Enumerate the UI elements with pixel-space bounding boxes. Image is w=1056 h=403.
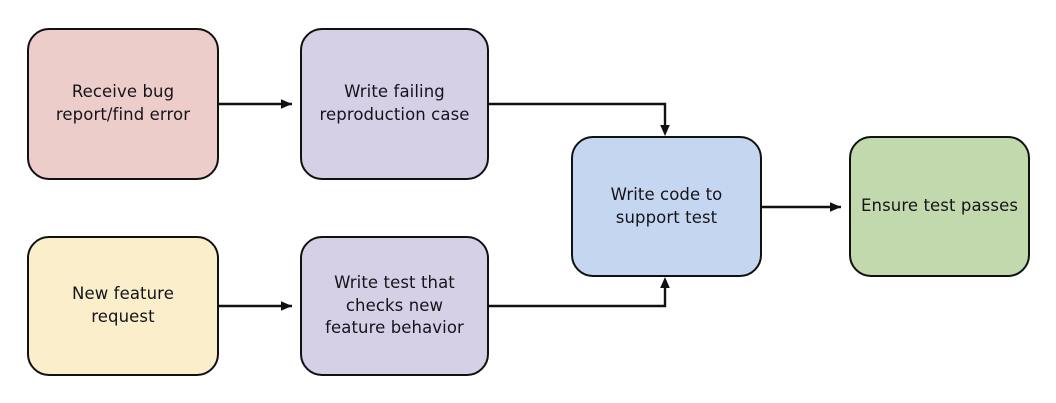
edge-line — [489, 102, 667, 128]
edge-test-to-write-code — [489, 277, 670, 308]
node-write-failing-reproduction-case[interactable]: Write failing reproduction case — [300, 28, 489, 180]
node-ensure-test-passes[interactable]: Ensure test passes — [849, 136, 1030, 277]
node-receive-bug-report[interactable]: Receive bug report/find error — [27, 28, 219, 180]
edge-reproduction-to-write-code — [489, 102, 670, 136]
node-write-test-checks-new-feature[interactable]: Write test that checks new feature behav… — [300, 236, 489, 376]
arrow-head-icon — [830, 202, 841, 212]
node-new-feature-request[interactable]: New feature request — [27, 236, 219, 376]
arrow-head-icon — [281, 99, 292, 109]
arrow-head-icon — [660, 125, 670, 136]
edge-line — [489, 285, 667, 308]
edge-bug-to-reproduction — [219, 99, 292, 109]
edge-feature-to-test — [219, 301, 292, 311]
arrow-head-icon — [660, 277, 670, 288]
edge-write-code-to-ensure-pass — [762, 202, 841, 212]
arrow-head-icon — [281, 301, 292, 311]
node-write-code-to-support-test[interactable]: Write code to support test — [571, 136, 762, 277]
